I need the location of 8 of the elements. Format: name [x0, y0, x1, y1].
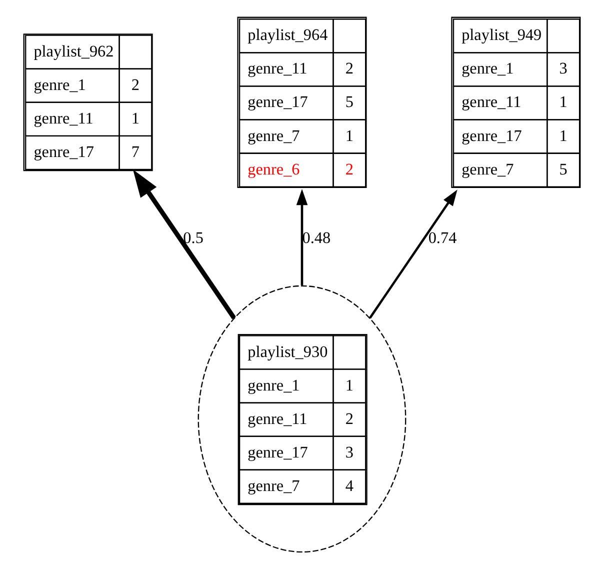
- arrow: [296, 188, 308, 286]
- edge-label: 0.48: [302, 229, 331, 248]
- edge-label: 0.74: [428, 229, 457, 248]
- edge-label: 0.5: [183, 229, 204, 248]
- node-text: playlist_930 genre_1 1 genre_11 2 genre_17 3 genre_7 4: [248, 342, 354, 495]
- cluster: [198, 285, 406, 553]
- arrow: [132, 169, 236, 320]
- arrow: [369, 190, 458, 319]
